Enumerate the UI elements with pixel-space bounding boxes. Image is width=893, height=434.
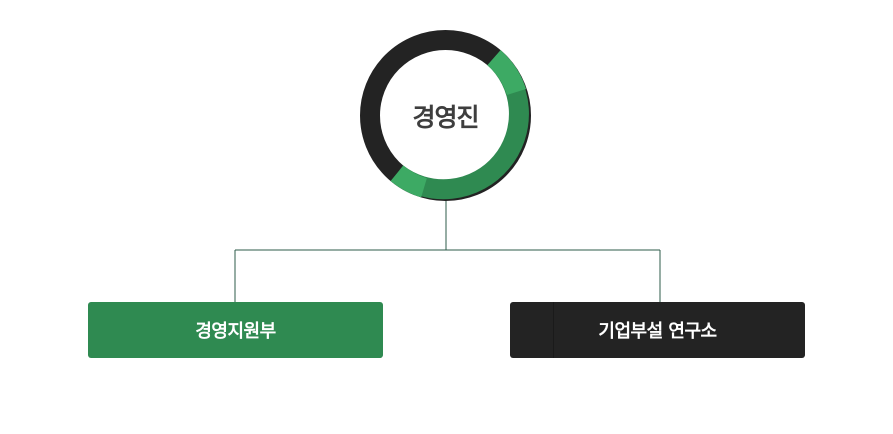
executive-label: 경영진 [412, 102, 479, 132]
ring-green-highlight-top [487, 50, 527, 96]
executive-node: 경영진 [360, 30, 531, 201]
executive-ring [360, 30, 531, 201]
department-management-support[interactable]: 경영지원부 [88, 302, 383, 358]
department-label: 기업부설 연구소 [598, 321, 717, 342]
department-research-institute[interactable]: 기업부설 연구소 [510, 302, 805, 358]
ring-green-highlight-bottom [390, 165, 428, 198]
department-label: 경영지원부 [195, 321, 276, 342]
